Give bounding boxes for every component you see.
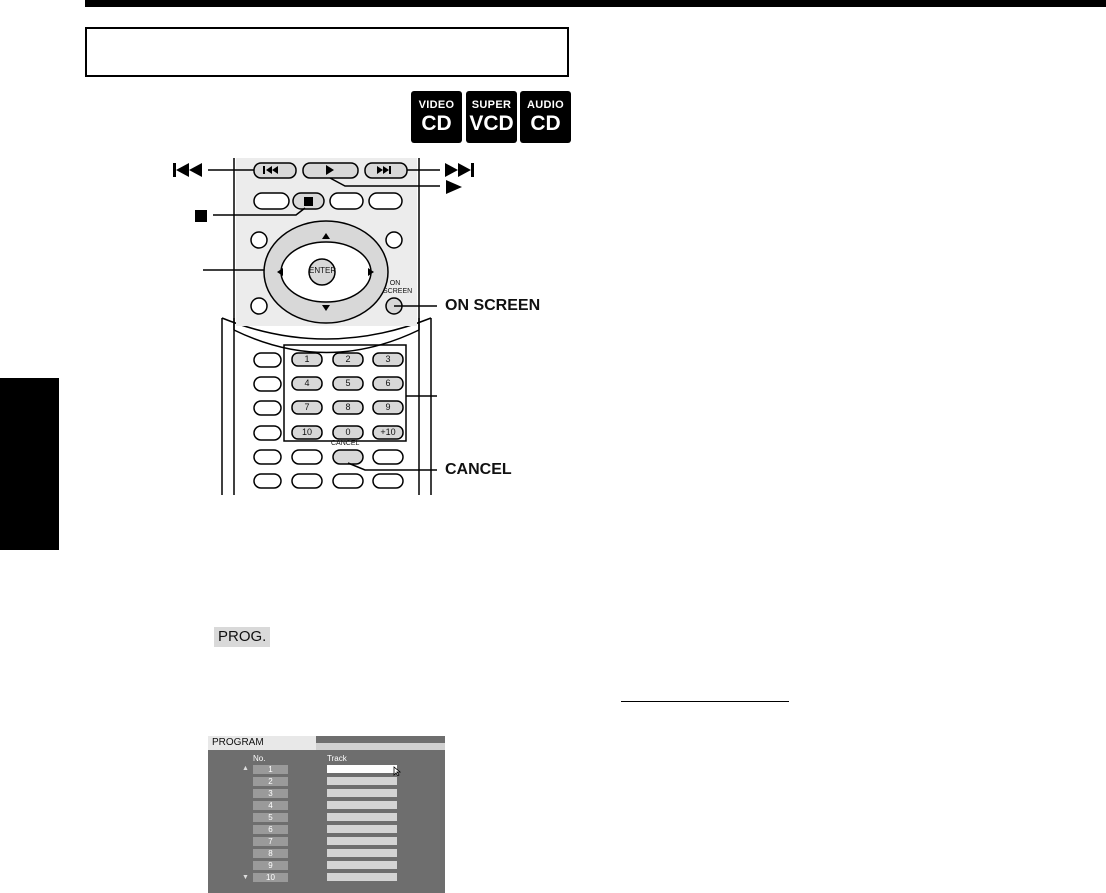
badge-video-cd: VIDEO CD: [411, 91, 462, 143]
osd-row-no: 8: [253, 849, 288, 858]
key-5: 5: [345, 378, 351, 388]
osd-row-no: 1: [253, 765, 288, 774]
enter-button: ENTER: [309, 266, 337, 275]
osd-track-slot: [327, 861, 397, 869]
key-4: 4: [304, 378, 310, 388]
key-10: 10: [301, 427, 312, 437]
key-9: 9: [385, 402, 391, 412]
play-callout-icon: [446, 180, 462, 194]
section-side-tab: [0, 378, 59, 550]
osd-col-no: No.: [253, 754, 266, 763]
key-1: 1: [304, 354, 310, 364]
key-3: 3: [385, 354, 391, 364]
osd-track-slot: [327, 837, 397, 845]
osd-track-slot: [327, 801, 397, 809]
osd-row-no: 6: [253, 825, 288, 834]
osd-row-no: 3: [253, 789, 288, 798]
osd-col-track: Track: [327, 754, 347, 763]
top-rule: [85, 0, 1106, 7]
key-0: 0: [345, 427, 351, 437]
osd-track-slot: [327, 789, 397, 797]
on-screen-callout: ON SCREEN: [445, 297, 541, 314]
key-6: 6: [385, 378, 391, 388]
scroll-down-icon: ▼: [242, 874, 249, 881]
play-icon: [326, 165, 334, 175]
cursor-icon: [393, 766, 402, 776]
key-7: 7: [304, 402, 310, 412]
osd-track-slot: [327, 777, 397, 785]
title-box: [85, 27, 569, 77]
stop-icon: [304, 197, 313, 206]
badge-top-text: VIDEO: [418, 98, 455, 111]
scroll-up-icon: ▲: [242, 765, 249, 772]
badge-bottom-text: VCD: [469, 111, 514, 135]
key-plus10: +10: [380, 427, 396, 437]
cancel-button-label: CANCEL: [331, 440, 360, 447]
osd-row-no: 5: [253, 813, 288, 822]
badge-bottom-text: CD: [530, 111, 561, 135]
cancel-callout: CANCEL: [445, 461, 512, 478]
badge-super-vcd: SUPER VCD: [466, 91, 517, 143]
badge-bottom-text: CD: [421, 111, 452, 135]
osd-row-no: 4: [253, 801, 288, 810]
next-callout-icon: [445, 163, 458, 177]
osd-row-no: 7: [253, 837, 288, 846]
osd-track-slot: [327, 825, 397, 833]
osd-track-slot-selected: [327, 765, 397, 773]
underline-rule: [621, 701, 789, 702]
osd-tab-strip: [316, 743, 445, 750]
key-2: 2: [345, 354, 351, 364]
next-icon: [377, 166, 383, 174]
stop-callout-icon: [195, 210, 207, 222]
osd-row-no: 9: [253, 861, 288, 870]
osd-tab-program: PROGRAM: [208, 736, 316, 750]
program-osd: [208, 736, 445, 893]
osd-track-slot: [327, 873, 397, 881]
on-screen-button-label: ON SCREEN: [383, 280, 413, 295]
prev-icon: [266, 166, 272, 174]
badge-audio-cd: AUDIO CD: [520, 91, 571, 143]
key-8: 8: [345, 402, 351, 412]
badge-top-text: SUPER: [471, 98, 512, 111]
badge-top-text: AUDIO: [527, 98, 564, 111]
osd-row-no: 10: [253, 873, 288, 882]
osd-track-slot: [327, 813, 397, 821]
prog-indicator: PROG.: [214, 627, 271, 647]
osd-row-no: 2: [253, 777, 288, 786]
osd-track-slot: [327, 849, 397, 857]
